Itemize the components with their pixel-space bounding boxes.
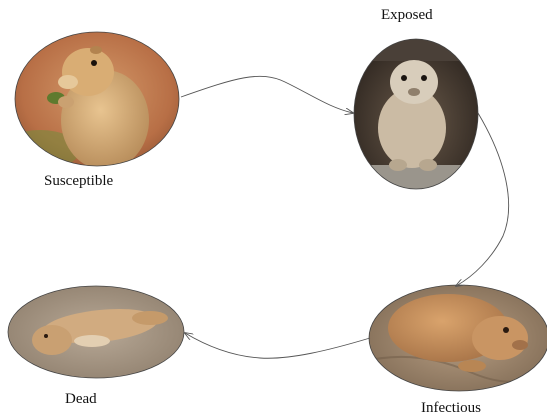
infectious-photo <box>369 285 547 391</box>
label-dead: Dead <box>65 392 97 407</box>
susceptible-photo <box>0 32 179 170</box>
arrow-infectious-to-dead <box>185 333 370 358</box>
exposed-photo <box>354 39 478 189</box>
label-infectious: Infectious <box>421 401 481 416</box>
label-exposed: Exposed <box>381 8 433 23</box>
arrow-susceptible-to-exposed <box>181 76 353 113</box>
label-susceptible: Susceptible <box>44 174 113 189</box>
dead-photo <box>8 286 184 378</box>
